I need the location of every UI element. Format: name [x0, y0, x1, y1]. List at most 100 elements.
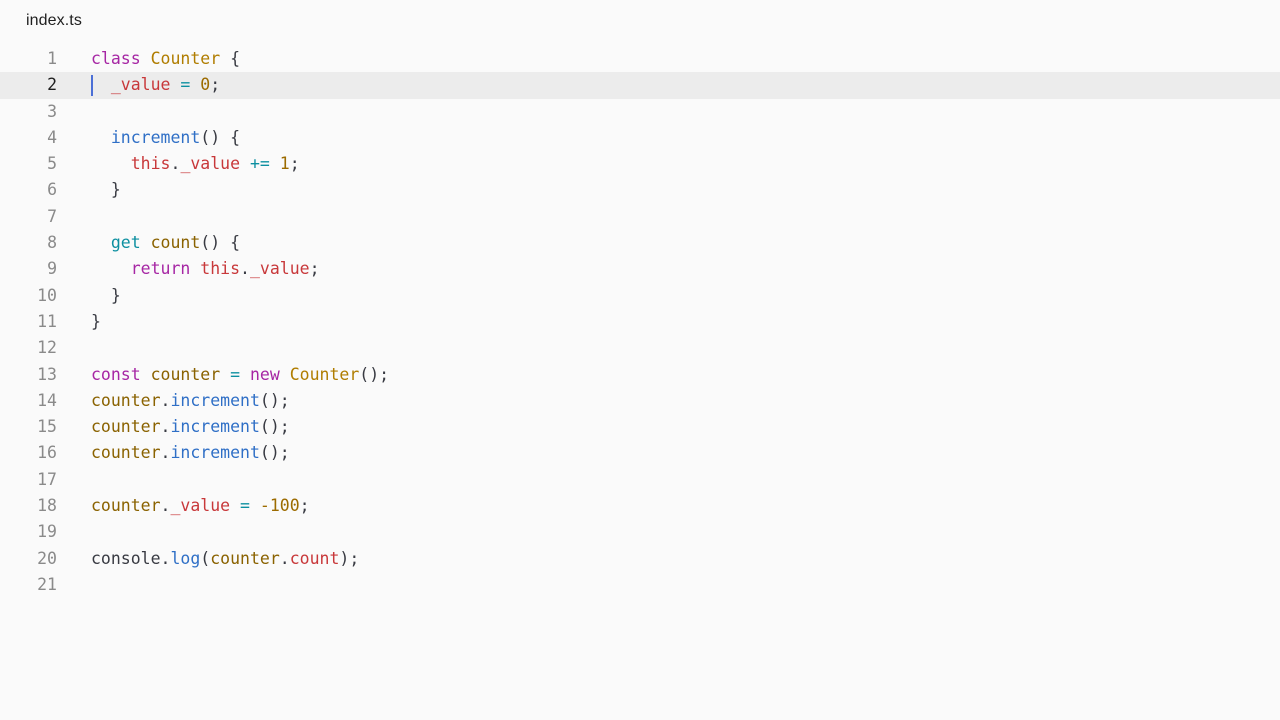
code-token-variable: counter [91, 417, 161, 437]
code-token-keyword: new [249, 364, 280, 384]
code-token-punct: ); [339, 548, 360, 568]
code-token-plain [270, 154, 280, 173]
code-line[interactable]: 10 } [0, 283, 1280, 309]
line-number: 13 [37, 364, 57, 384]
code-token-method: increment [170, 390, 260, 410]
line-content: return this._value; [91, 256, 320, 282]
code-token-variable: count [150, 233, 201, 253]
code-line[interactable]: 17 [0, 467, 1280, 493]
code-token-variable: counter [210, 548, 280, 568]
line-content: counter.increment(); [91, 388, 290, 414]
code-line[interactable]: 3 [0, 99, 1280, 125]
code-token-plain [250, 496, 260, 515]
code-token-class-name: Counter [150, 49, 221, 68]
code-token-punct: } [91, 285, 121, 305]
code-token-variable: counter [91, 390, 161, 410]
code-token-plain [280, 365, 290, 384]
code-token-punct: ; [309, 259, 320, 279]
code-line[interactable]: 8 get count() { [0, 230, 1280, 256]
code-token-punct: ; [299, 496, 310, 516]
code-token-plain [141, 365, 151, 384]
line-number: 12 [37, 338, 57, 358]
code-token-method: increment [170, 417, 260, 437]
line-content: counter._value = -100; [91, 493, 310, 519]
code-token-plain [91, 75, 111, 94]
code-token-operator: = [230, 364, 241, 384]
code-token-punct: (); [259, 417, 290, 437]
code-token-method: increment [110, 127, 201, 147]
code-token-plain [170, 75, 180, 94]
code-token-punct: } [91, 180, 121, 200]
code-line[interactable]: 15 counter.increment(); [0, 414, 1280, 440]
line-number: 21 [37, 574, 57, 594]
code-token-punct: . [279, 548, 290, 568]
code-token-number: 1 [279, 154, 290, 174]
code-token-number: 0 [200, 75, 211, 95]
code-token-punct: () { [200, 233, 241, 253]
code-token-punct: . [160, 496, 171, 516]
code-token-punct: (); [259, 443, 290, 463]
code-token-variable: counter [91, 443, 161, 463]
code-line[interactable]: 9 return this._value; [0, 256, 1280, 282]
line-content: } [91, 177, 121, 203]
code-token-plain [220, 365, 230, 384]
code-token-class-name: Counter [289, 364, 360, 384]
code-token-number: -100 [259, 496, 300, 516]
code-token-method: increment [170, 443, 260, 463]
code-line[interactable]: 21 [0, 572, 1280, 598]
line-content: console.log(counter.count); [91, 546, 359, 572]
code-token-plain [141, 233, 151, 252]
code-token-plain [91, 233, 111, 252]
code-token-punct: . [160, 443, 171, 463]
code-line[interactable]: 14 counter.increment(); [0, 388, 1280, 414]
line-content: get count() { [91, 230, 240, 256]
code-token-plain [141, 49, 151, 68]
code-line[interactable]: 5 this._value += 1; [0, 151, 1280, 177]
code-token-punct: { [220, 49, 241, 68]
code-line[interactable]: 6 } [0, 177, 1280, 203]
code-token-punct: ( [200, 548, 211, 568]
code-line[interactable]: 4 increment() { [0, 125, 1280, 151]
code-token-punct: . [160, 417, 171, 437]
code-line[interactable]: 12 [0, 335, 1280, 361]
code-token-variable: counter [91, 496, 161, 516]
code-token-plain [240, 365, 250, 384]
code-token-variable: counter [150, 364, 221, 384]
code-token-punct: . [160, 390, 171, 410]
code-token-plain [190, 259, 200, 278]
code-token-plain [240, 154, 250, 173]
code-token-keyword: return [130, 259, 191, 279]
code-token-operator: = [240, 496, 250, 516]
code-token-punct: . [170, 154, 181, 174]
code-token-operator: = [180, 75, 191, 95]
text-cursor [91, 75, 93, 97]
line-content: counter.increment(); [91, 414, 290, 440]
line-number: 11 [37, 311, 57, 331]
file-name: index.ts [26, 12, 82, 29]
code-token-method: log [170, 548, 201, 568]
code-token-plain: console [91, 548, 161, 568]
code-token-plain [91, 128, 111, 147]
code-line[interactable]: 11} [0, 309, 1280, 335]
line-content: counter.increment(); [91, 440, 290, 466]
line-number: 14 [37, 390, 57, 410]
code-line[interactable]: 2 _value = 0; [0, 72, 1280, 99]
code-line[interactable]: 19 [0, 519, 1280, 545]
code-token-this: this [130, 154, 171, 174]
code-token-punct: } [91, 311, 101, 331]
line-number: 4 [47, 127, 57, 147]
code-token-property: _value [249, 259, 310, 279]
line-number: 17 [37, 469, 57, 489]
code-line[interactable]: 7 [0, 204, 1280, 230]
code-token-plain [230, 496, 240, 515]
line-number: 3 [47, 101, 57, 121]
code-token-punct: () { [200, 127, 241, 147]
line-number: 15 [37, 417, 57, 437]
